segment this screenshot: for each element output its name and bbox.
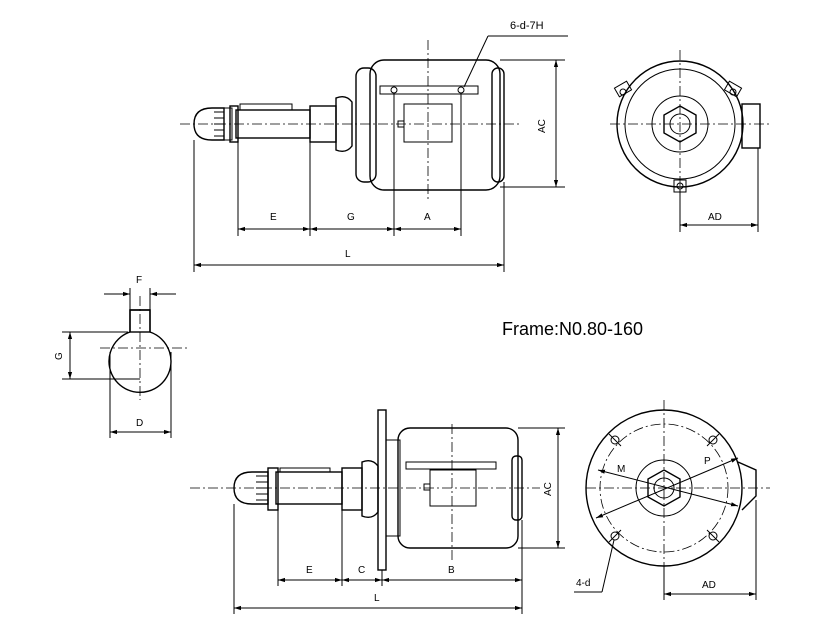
dim-b-bottom: B bbox=[448, 565, 455, 576]
dim-l-top: L bbox=[345, 249, 351, 260]
dim-e-bottom: E bbox=[306, 565, 313, 576]
dim-c-bottom: C bbox=[358, 565, 365, 576]
hole-note-4d: 4-d bbox=[576, 578, 590, 589]
dim-e-top: E bbox=[270, 212, 277, 223]
dim-ac-bottom: AC bbox=[543, 482, 554, 496]
dim-g-top: G bbox=[347, 212, 355, 223]
dim-p: P bbox=[704, 456, 711, 467]
hole-note-6d7h: 6-d-7H bbox=[510, 20, 544, 32]
dim-ad-top: AD bbox=[708, 212, 722, 223]
dim-l-bottom: L bbox=[374, 593, 380, 604]
dim-m: M bbox=[617, 464, 625, 475]
top-side-view: E G A L AC 6-d-7H bbox=[180, 20, 568, 272]
top-end-view: AD bbox=[610, 50, 770, 232]
bottom-side-view: E C B L AC bbox=[190, 409, 565, 614]
dim-ac-top: AC bbox=[537, 119, 548, 133]
dim-ad-bottom: AD bbox=[702, 580, 716, 591]
dim-d: D bbox=[136, 418, 143, 429]
frame-label: Frame:N0.80-160 bbox=[502, 319, 643, 339]
dim-a-top: A bbox=[424, 212, 431, 223]
bottom-end-view: M P AD 4-d bbox=[574, 400, 770, 600]
shaft-section: F G D bbox=[54, 275, 190, 438]
dim-f: F bbox=[136, 275, 142, 286]
dim-g-section: G bbox=[54, 352, 65, 360]
